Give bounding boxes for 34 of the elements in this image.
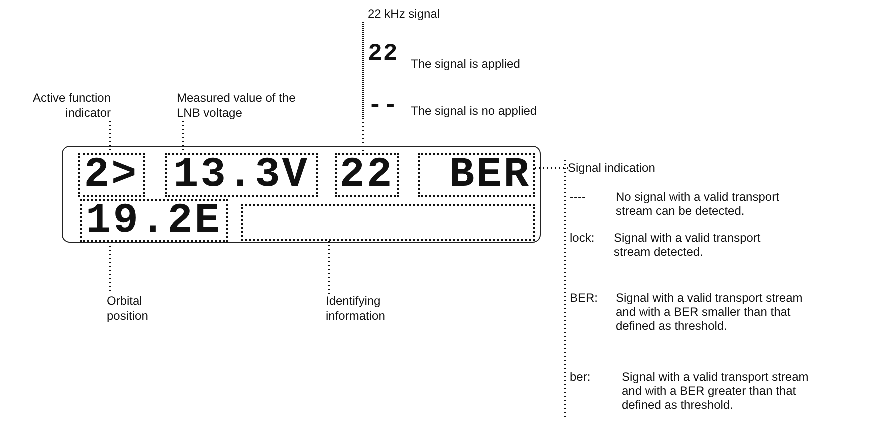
- callout-text: Signal indication: [568, 161, 656, 175]
- leader-line: [535, 167, 568, 169]
- indicator-code: BER:: [570, 291, 600, 305]
- leader-line: [109, 121, 111, 153]
- description-text: Signal with a valid transport stream and with a BER smaller than that defined as threshold.: [616, 291, 804, 333]
- description-text: Signal with a valid transport stream and with a BER greater than that defined as threshold.: [622, 370, 810, 412]
- callout-text: Identifying information: [326, 294, 386, 323]
- description-text: The signal is applied: [411, 57, 522, 71]
- description-text: Signal with a valid transport stream detected.: [614, 231, 762, 259]
- callout-text: Measured value of the LNB voltage: [177, 91, 296, 120]
- display-panel: [62, 146, 541, 243]
- display-readout: 13.3V: [173, 155, 310, 195]
- leader-line: [182, 121, 184, 153]
- callout-text: Active function indicator: [32, 91, 111, 120]
- callout-text: Orbital position: [107, 294, 148, 323]
- display-readout: 19.2E: [86, 201, 222, 241]
- display-symbol: 22: [368, 44, 400, 66]
- leader-line: [109, 242, 111, 294]
- callout-text: 22 kHz signal: [368, 7, 440, 21]
- display-readout: BER: [449, 155, 531, 195]
- leader-line: [362, 22, 364, 153]
- leader-line: [328, 241, 330, 294]
- description-text: The signal is no applied: [411, 104, 538, 118]
- display-field: [241, 204, 535, 241]
- indicator-code: lock:: [570, 231, 596, 245]
- description-text: No signal with a valid transport stream can be detected.: [616, 190, 780, 218]
- display-readout: 2>: [84, 155, 139, 195]
- display-symbol: --: [368, 96, 400, 118]
- display-field: [78, 153, 145, 197]
- display-field: [165, 153, 318, 197]
- display-readout: 22: [340, 155, 394, 195]
- indicator-code: ber:: [570, 370, 592, 384]
- display-field: [418, 153, 535, 197]
- indicator-code: ----: [570, 190, 587, 204]
